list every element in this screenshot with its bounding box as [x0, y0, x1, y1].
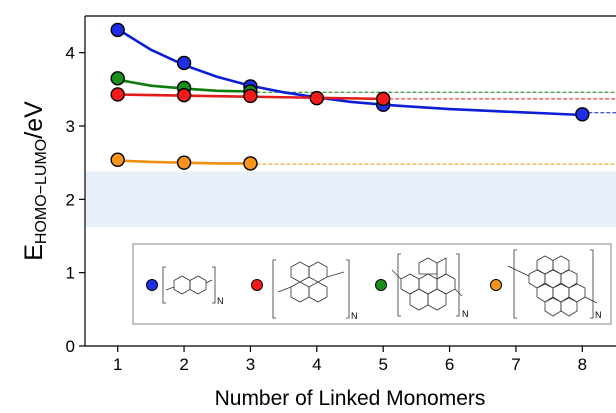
large-pah-repeat-unit-icon — [507, 249, 598, 319]
x-tick-label: 7 — [511, 355, 520, 374]
series-3-point — [110, 152, 125, 167]
series-0-point — [176, 55, 192, 71]
legend-subscript: N — [217, 296, 224, 306]
x-tick-label: 6 — [445, 355, 454, 374]
x-tick-label: 3 — [246, 355, 255, 374]
y-axis-label-unit: /eV — [20, 101, 48, 139]
coronene-repeat-unit-icon — [391, 253, 463, 317]
series-2-point — [176, 87, 192, 103]
legend-subscript: N — [462, 309, 469, 319]
series-0-point — [110, 22, 125, 38]
x-tick-label: 2 — [179, 355, 188, 374]
legend-marker — [490, 279, 502, 291]
x-tick-label: 5 — [378, 355, 387, 374]
legend-subscript: N — [595, 310, 602, 320]
x-tick-label: 1 — [113, 355, 122, 374]
y-tick-label: 4 — [66, 44, 75, 63]
legend-marker — [146, 279, 158, 291]
series-2-point — [309, 90, 325, 106]
x-axis-label: Number of Linked Monomers — [215, 387, 486, 410]
series-2-point — [243, 88, 258, 104]
y-axis-label: EHOMO−LUMO/eV — [20, 101, 50, 261]
x-tick-label: 8 — [578, 355, 587, 374]
legend-box — [132, 243, 612, 325]
pyrene-repeat-unit-icon — [272, 259, 350, 319]
y-axis-label-sub: HOMO−LUMO — [33, 139, 50, 244]
y-tick-label: 1 — [66, 264, 75, 283]
legend-marker — [251, 279, 263, 291]
y-tick-label: 3 — [66, 117, 75, 136]
legend-subscript: N — [351, 311, 358, 321]
series-3-point — [243, 156, 258, 171]
series-2-point — [375, 91, 391, 107]
legend: N N N — [132, 243, 612, 325]
naphthalene-repeat-unit-icon — [162, 266, 216, 304]
series-3-point — [176, 155, 192, 170]
legend-marker — [375, 279, 387, 291]
y-tick-label: 2 — [66, 190, 75, 209]
y-axis-label-main: E — [20, 244, 48, 261]
shaded-gap-band — [85, 171, 616, 228]
series-2-point — [110, 87, 125, 102]
y-tick-label: 0 — [66, 337, 75, 356]
x-tick-label: 4 — [312, 355, 321, 374]
series-1-point — [110, 71, 125, 86]
series-0-fit-line — [117, 28, 583, 117]
series-0-point — [575, 107, 590, 122]
